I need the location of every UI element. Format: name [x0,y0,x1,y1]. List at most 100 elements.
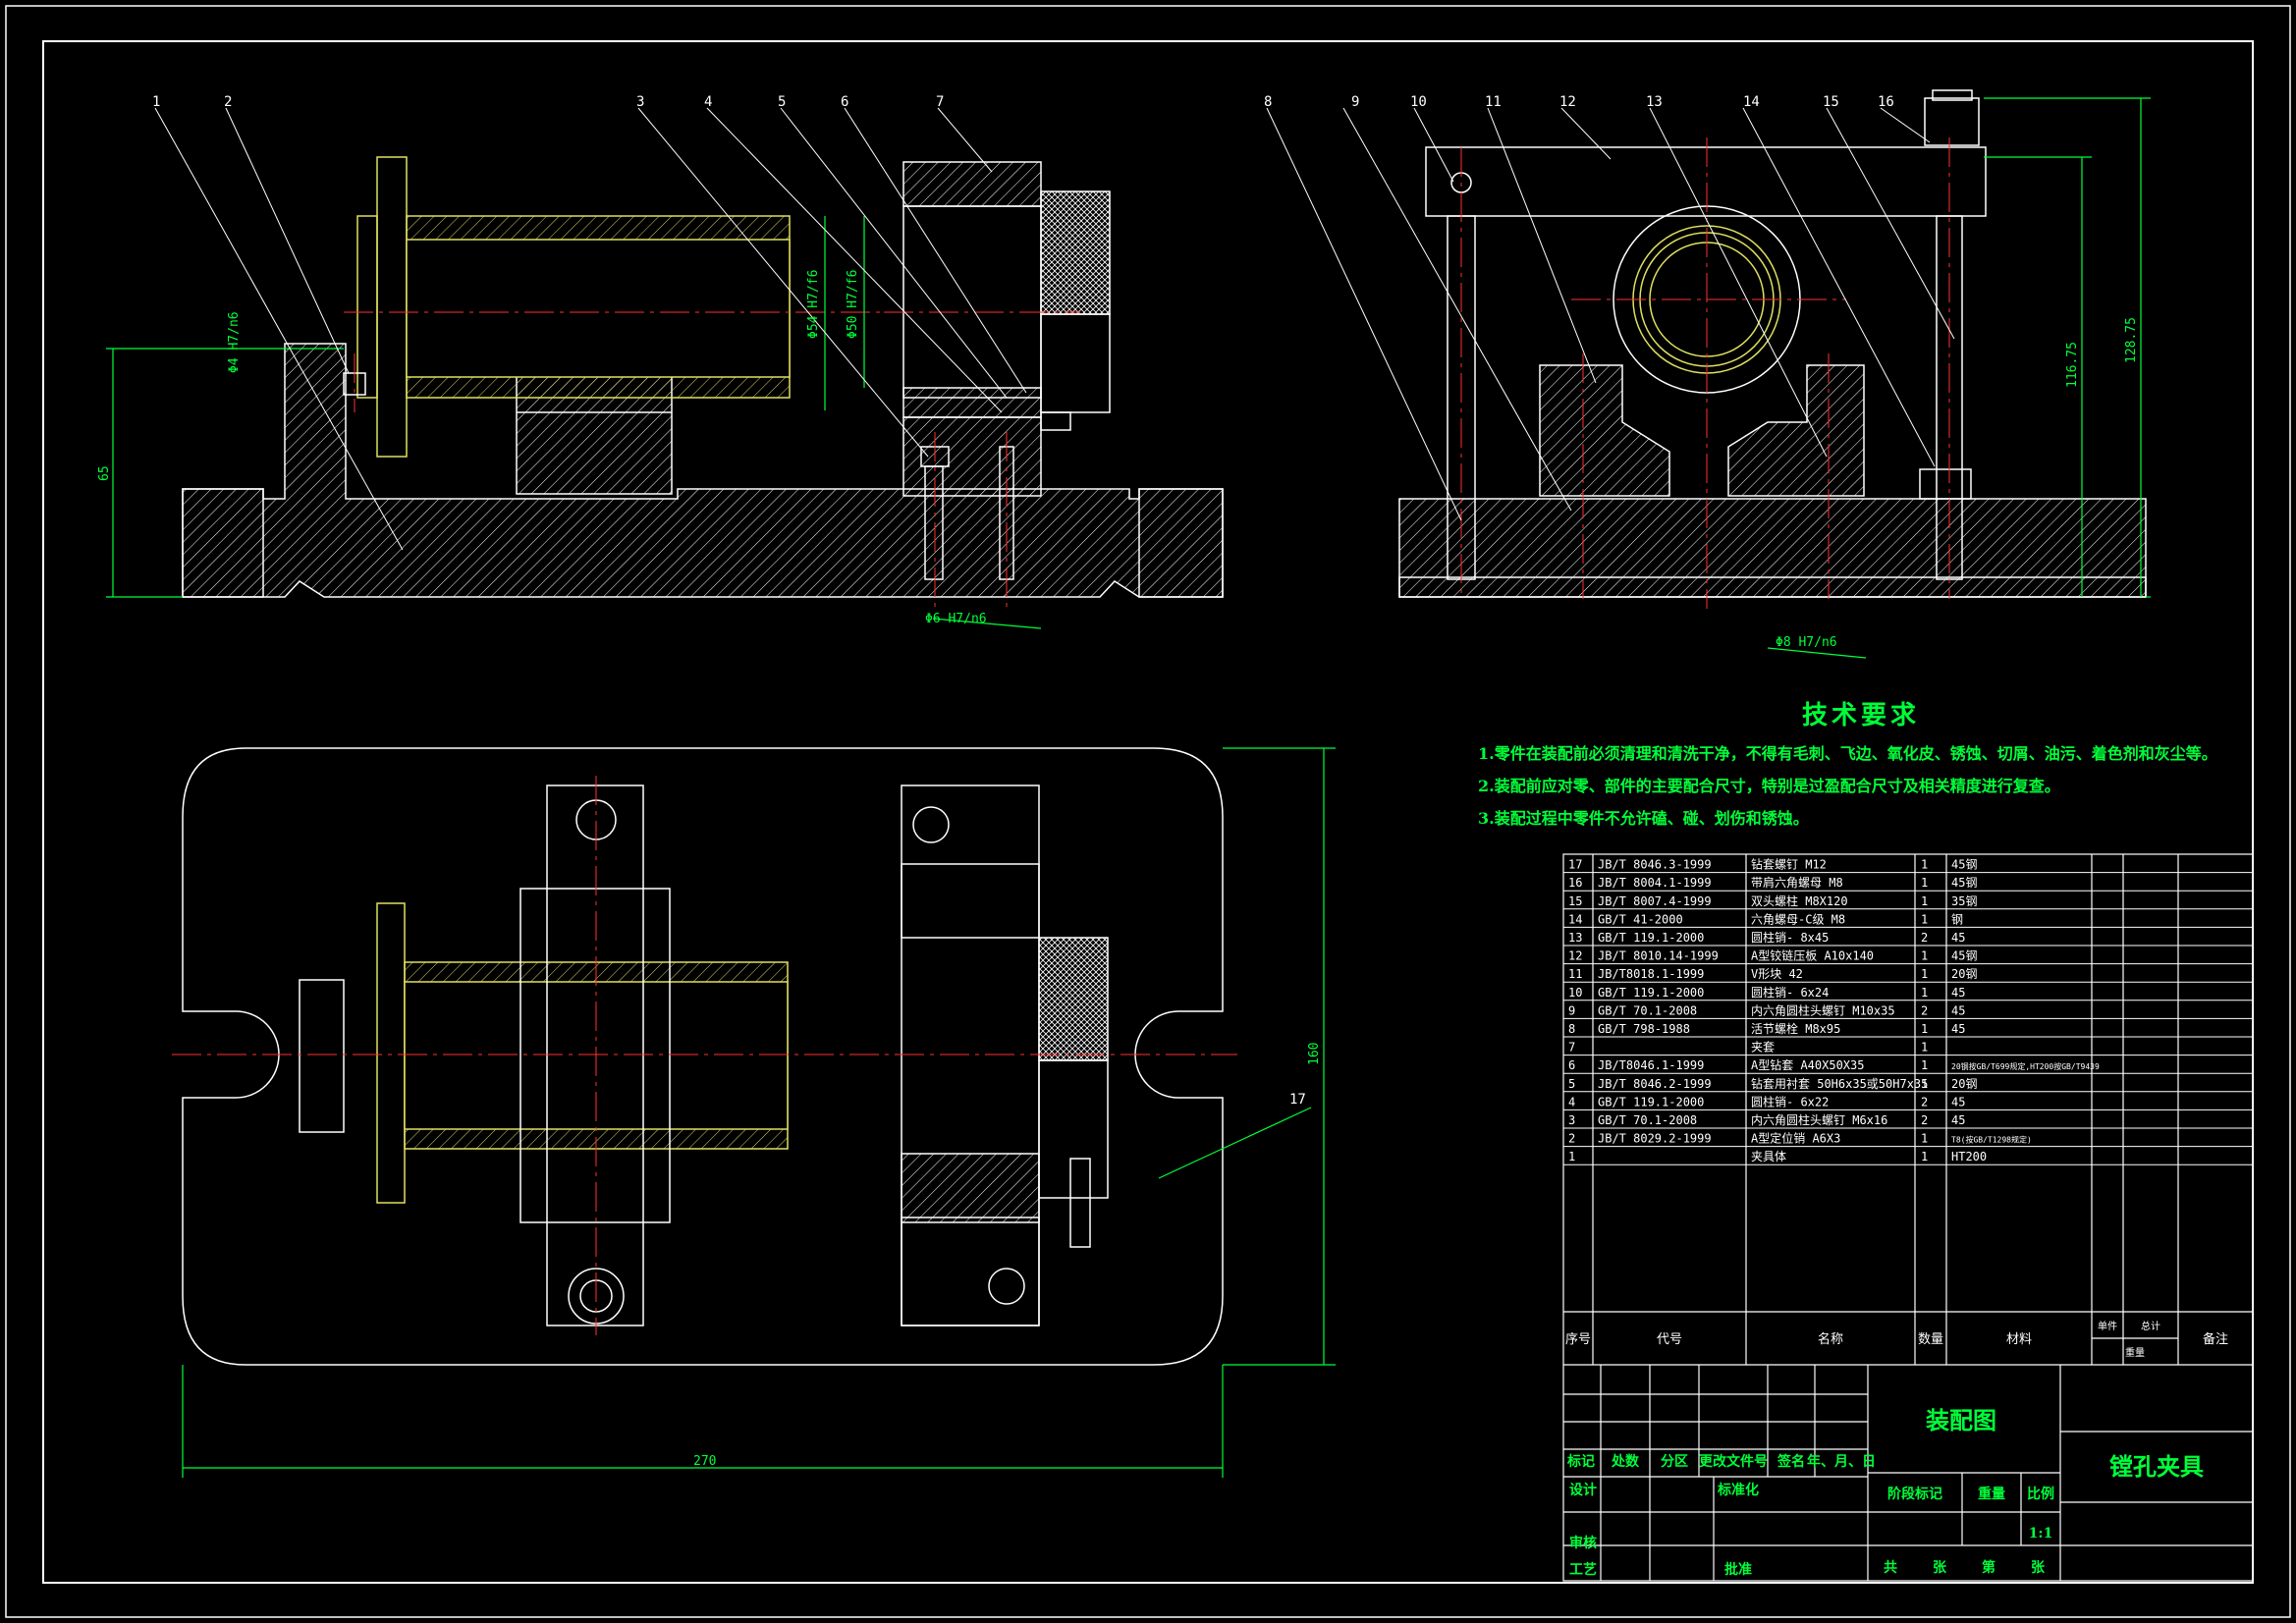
bom-cell-material: 20钢按GB/T699规定,HT200按GB/T9439 [1951,1061,2100,1071]
bom-cell-no: 11 [1568,967,1582,981]
bom-cell-code: GB/T 119.1-2000 [1598,931,1704,945]
bom-cell-no: 3 [1568,1113,1575,1127]
bom-cell-code: GB/T 798-1988 [1598,1022,1690,1036]
callout-numbers: 1 2 3 4 5 6 7 8 9 10 11 12 13 14 15 16 1… [152,94,1894,1108]
tb-scale-label: 比例 [2027,1486,2054,1502]
dim-65: 65 [97,465,112,481]
callout: 7 [936,94,944,110]
bom-cell-no: 2 [1568,1132,1575,1146]
bom-cell-name: 带肩六角螺母 M8 [1751,875,1843,890]
bom-cell-material: 20钢 [1951,967,1977,981]
bom-cell-no: 9 [1568,1003,1575,1017]
scale-value: 1:1 [2029,1526,2053,1542]
bom-cell-name: 活节螺栓 M8x95 [1751,1021,1840,1036]
bom-cell-material: 45钢 [1951,876,1977,890]
bom-cell-code: GB/T 119.1-2000 [1598,986,1704,1000]
callout: 12 [1559,94,1576,110]
leader-lines [154,107,1955,551]
tb-sheet-no: 第 [1982,1559,1995,1576]
drawing-title: 镗孔夹具 [2109,1452,2204,1481]
tech-requirements: 技术要求 1.零件在装配前必须清理和清洗干净，不得有毛刺、飞边、氧化皮、锈蚀、切… [1478,695,2264,829]
tb-standard: 标准化 [1717,1482,1759,1498]
bom-cell-no: 13 [1568,931,1582,945]
bom-cell-qty: 1 [1921,1132,1928,1146]
bom-cell-no: 16 [1568,876,1582,890]
callout: 11 [1485,94,1502,110]
bom-header-qty: 数量 [1918,1332,1943,1347]
bom-cell-name: V形块 42 [1751,967,1803,981]
top-view [182,747,1224,1366]
dim-phi6: Φ6 H7/n6 [925,612,987,626]
bom-cell-qty: 1 [1921,1150,1928,1163]
bom-cell-name: 钻套用衬套 50H6x35或50H7x35 [1751,1076,1928,1091]
bom-cell-material: 20钢 [1951,1077,1977,1091]
callout: 6 [841,94,848,110]
dim-116-75: 116.75 [2065,342,2080,388]
inner-frame [42,40,2254,1584]
bom-cell-qty: 2 [1921,1095,1928,1109]
callout: 17 [1289,1092,1306,1108]
callout: 13 [1646,94,1663,110]
callout: 16 [1878,94,1894,110]
bom-cell-material: 45钢 [1951,949,1977,963]
bom-cell-code: JB/T8046.1-1999 [1598,1058,1704,1072]
bom-cell-material: 45 [1951,1095,1965,1109]
bom-cell-qty: 2 [1921,1113,1928,1127]
bom-cell-qty: 1 [1921,986,1928,1000]
bom-cell-code: GB/T 70.1-2008 [1598,1003,1697,1017]
bom-cell-name: 夹套 [1751,1041,1775,1055]
bom-cell-no: 17 [1568,858,1582,872]
bom-cell-material: 45 [1951,931,1965,945]
bom-header-total_wt: 总计 [2141,1320,2160,1332]
bom-cell-no: 10 [1568,986,1582,1000]
bom-cell-qty: 1 [1921,894,1928,908]
callout: 15 [1823,94,1839,110]
tech-line-2: 2.装配前应对零、部件的主要配合尺寸，特别是过盈配合尺寸及相关精度进行复查。 [1478,777,2060,795]
bom-grid [1562,853,2254,1582]
outer-frame [5,5,2291,1618]
bom-cell-material: 45 [1951,1022,1965,1036]
bom-cell-name: 钻套螺钉 M12 [1751,857,1827,872]
bom-cell-code: GB/T 41-2000 [1598,912,1683,926]
front-centerlines [344,311,1080,609]
bom-cell-qty: 1 [1921,912,1928,926]
bom-header-remark: 备注 [2203,1331,2228,1347]
callout: 5 [778,94,786,110]
tb-signature: 签名 [1777,1453,1805,1470]
tb-date: 年、月、日 [1807,1453,1876,1470]
bom-cell-name: A型铰链压板 A10x140 [1751,948,1874,963]
top-centerlines [172,776,1237,1335]
tb-design: 设计 [1569,1482,1597,1498]
bom-cell-name: 内六角圆柱头螺钉 M10x35 [1751,1002,1895,1017]
bom-cell-code: JB/T 8010.14-1999 [1598,949,1719,963]
bom-cell-no: 4 [1568,1095,1575,1109]
tb-mark: 标记 [1566,1453,1595,1470]
bom-cell-material: 45 [1951,1113,1965,1127]
dim-phi8: Φ8 H7/n6 [1776,635,1837,650]
tech-line-3: 3.装配过程中零件不允许磕、碰、划伤和锈蚀。 [1478,809,1809,828]
bom-cell-qty: 1 [1921,1041,1928,1055]
bom-cell-name: 六角螺母-C级 M8 [1751,912,1845,926]
bom-cell-qty: 2 [1921,931,1928,945]
dim-phi4: Φ4 H7/n6 [227,311,242,373]
bom-cell-code: JB/T8018.1-1999 [1598,967,1704,981]
bom-header: 序号代号名称数量材料单件总计重量备注 [1565,1320,2228,1359]
dim-128-75: 128.75 [2124,317,2139,363]
tech-requirements-title: 技术要求 [1801,701,1920,730]
bom-cell-qty: 1 [1921,1058,1928,1072]
bom-header-unit_wt: 单件 [2098,1321,2117,1332]
bom-cell-qty: 1 [1921,949,1928,963]
bom-cell-code: JB/T 8007.4-1999 [1598,894,1712,908]
tb-change-doc: 更改文件号 [1699,1453,1768,1470]
bom-header-no: 序号 [1565,1332,1591,1347]
tb-sheets-total: 共 [1884,1559,1897,1576]
bom-cell-name: 圆柱销- 8x45 [1751,930,1829,945]
bom-cell-name: 圆柱销- 6x22 [1751,1094,1829,1109]
callout: 2 [224,94,232,110]
callout: 8 [1264,94,1272,110]
callout: 1 [152,94,160,110]
tech-line-1: 1.零件在装配前必须清理和清洗干净，不得有毛刺、飞边、氧化皮、锈蚀、切屑、油污、… [1478,744,2217,763]
bom-cell-code: JB/T 8029.2-1999 [1598,1132,1712,1146]
